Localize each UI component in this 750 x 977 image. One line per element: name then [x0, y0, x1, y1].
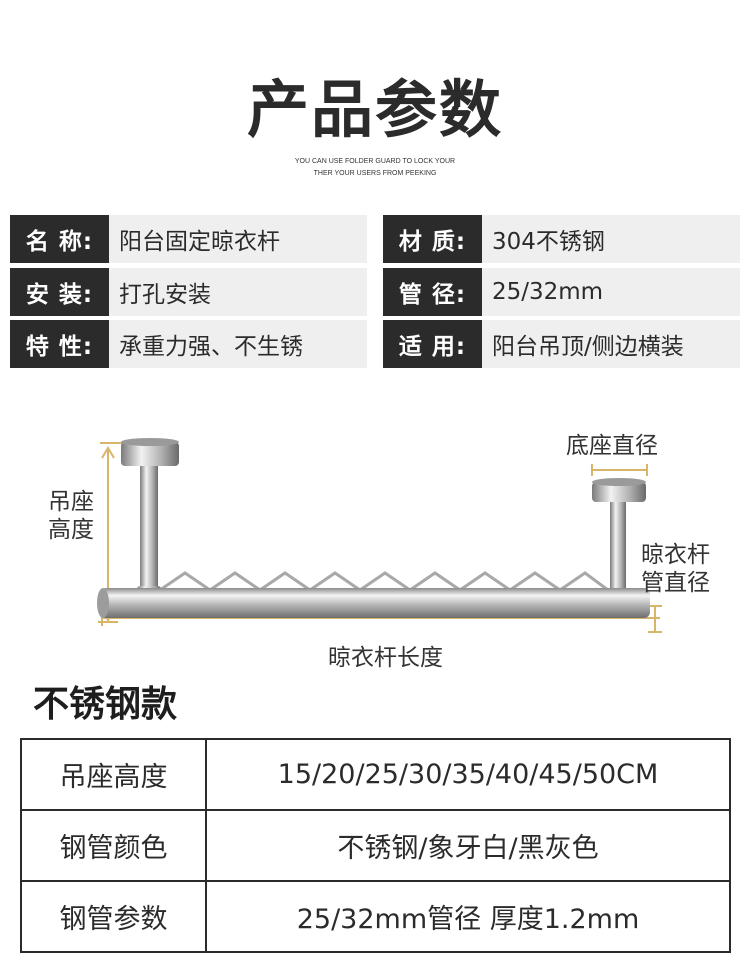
rod-diameter-label-line-2: 管直径 — [641, 570, 710, 596]
spec-key: 名 称: — [10, 215, 109, 263]
param-value: 25/32mm管径 厚度1.2mm — [205, 880, 731, 953]
subtitle-line-2: THER YOUR USERS FROM PEEKING — [313, 170, 437, 177]
spec-row-usage: 适 用: 阳台吊顶/侧边横装 — [383, 320, 740, 368]
table-row: 钢管参数 25/32mm管径 厚度1.2mm — [20, 880, 731, 953]
param-value: 15/20/25/30/35/40/45/50CM — [205, 738, 731, 811]
spec-row-diameter: 管 径: 25/32mm — [383, 268, 740, 316]
spec-value: 阳台固定晾衣杆 — [109, 215, 367, 263]
spec-value: 打孔安装 — [109, 268, 367, 316]
params-table: 吊座高度 15/20/25/30/35/40/45/50CM 钢管颜色 不锈钢/… — [20, 738, 731, 953]
page-title: 产品参数 — [246, 73, 503, 146]
table-row: 钢管颜色 不锈钢/象牙白/黑灰色 — [20, 809, 731, 882]
spec-key: 材 质: — [383, 215, 482, 263]
param-value: 不锈钢/象牙白/黑灰色 — [205, 809, 731, 882]
param-key: 钢管颜色 — [20, 809, 207, 882]
spec-value: 25/32mm — [482, 268, 740, 316]
subtitle-line-1: YOU CAN USE FOLDER GUARD TO LOCK YOUR — [294, 158, 456, 165]
spec-value: 304不锈钢 — [482, 215, 740, 263]
base-diameter-label: 底座直径 — [566, 433, 658, 459]
clothes-rod-illustration — [97, 438, 662, 633]
product-diagram: 底座直径 吊座 高度 晾衣杆 管直径 晾衣杆长度 — [0, 420, 750, 680]
mount-height-label-line-2: 高度 — [48, 517, 94, 543]
zigzag-wire — [159, 571, 609, 592]
spec-row-name: 名 称: 阳台固定晾衣杆 — [10, 215, 367, 263]
page-subtitle: YOU CAN USE FOLDER GUARD TO LOCK YOUR TH… — [0, 156, 750, 180]
spec-value: 承重力强、不生锈 — [109, 320, 367, 368]
mount-height-label-line-1: 吊座 — [48, 489, 94, 515]
rod-length-label: 晾衣杆长度 — [328, 645, 443, 671]
spec-key: 安 装: — [10, 268, 109, 316]
main-rod — [100, 588, 650, 618]
left-mount — [121, 438, 179, 602]
spec-key: 管 径: — [383, 268, 482, 316]
table-row: 吊座高度 15/20/25/30/35/40/45/50CM — [20, 738, 731, 811]
spec-key: 特 性: — [10, 320, 109, 368]
rod-diameter-label: 晾衣杆 管直径 — [641, 541, 710, 597]
mount-height-label: 吊座 高度 — [48, 488, 94, 544]
param-key: 吊座高度 — [20, 738, 207, 811]
section-title: 不锈钢款 — [33, 684, 178, 725]
spec-key: 适 用: — [383, 320, 482, 368]
spec-row-install: 安 装: 打孔安装 — [10, 268, 367, 316]
param-key: 钢管参数 — [20, 880, 207, 953]
spec-value: 阳台吊顶/侧边横装 — [482, 320, 740, 368]
spec-row-material: 材 质: 304不锈钢 — [383, 215, 740, 263]
spec-row-feature: 特 性: 承重力强、不生锈 — [10, 320, 367, 368]
rod-diameter-label-line-1: 晾衣杆 — [641, 542, 710, 568]
